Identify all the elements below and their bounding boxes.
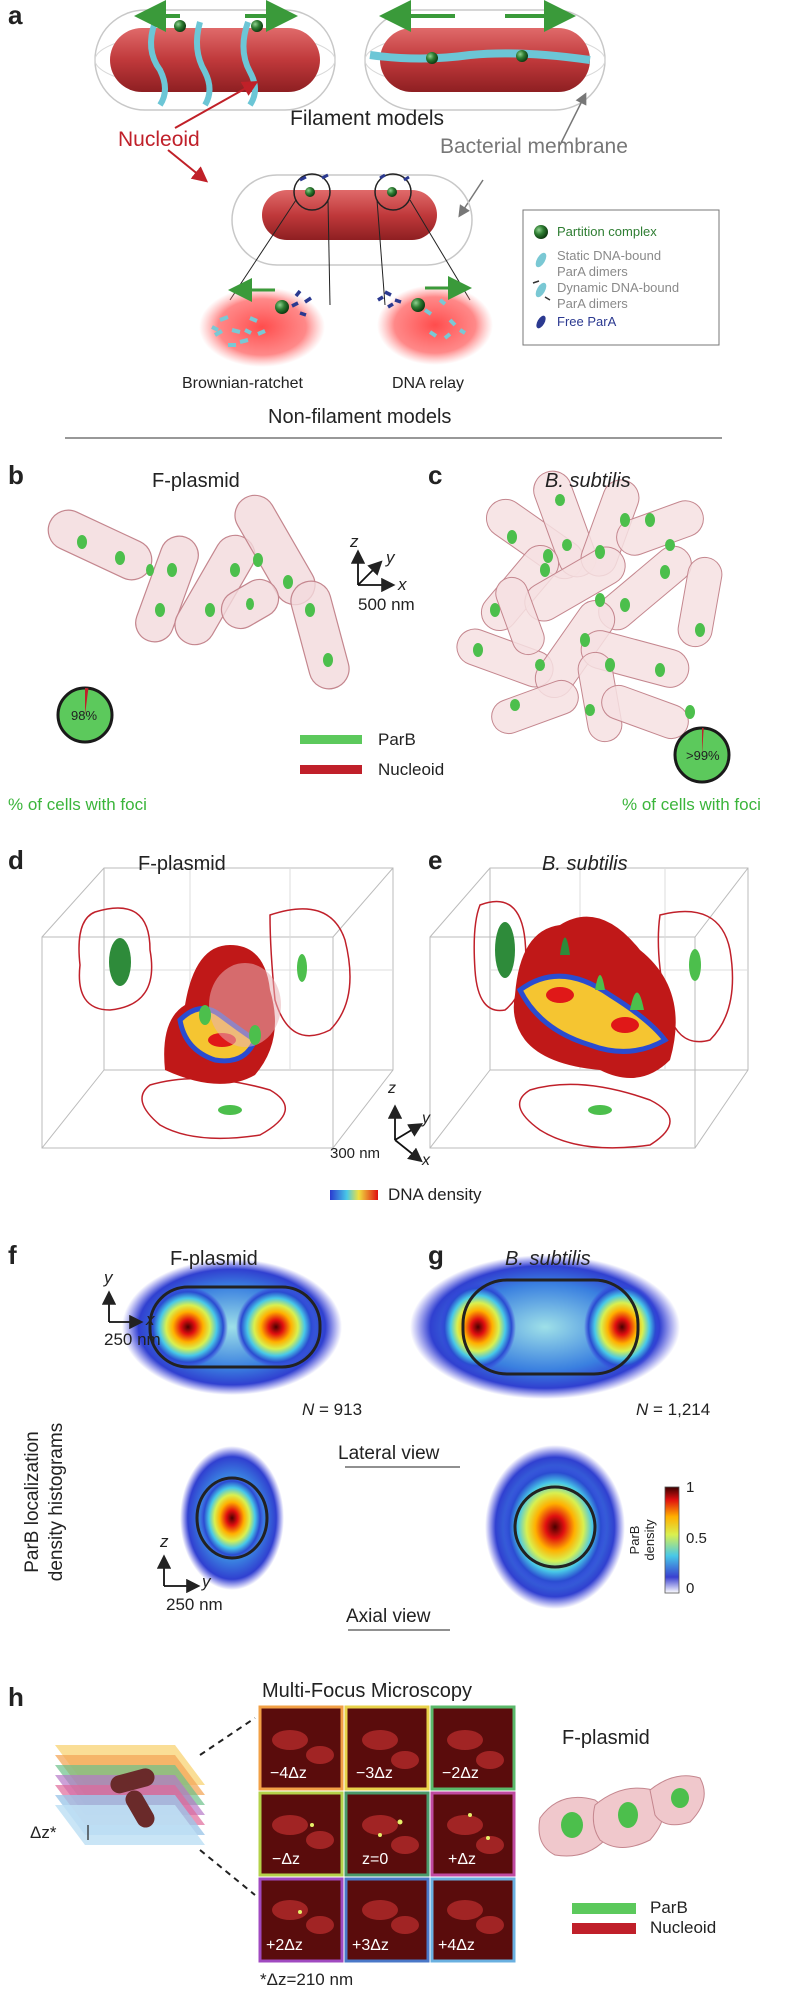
- axis-bc-z: z: [350, 532, 359, 551]
- panel-letter-b: b: [8, 460, 24, 490]
- axes-bc: [350, 549, 396, 593]
- legend-h-parb: ParB: [650, 1898, 688, 1917]
- panel-letter-e: e: [428, 845, 443, 875]
- tile-label: z=0: [362, 1851, 389, 1868]
- dna-relay-blob: [377, 276, 493, 365]
- panel-h-fplasmid: F-plasmid: [562, 1727, 650, 1749]
- panel-a-graphics: [65, 0, 722, 439]
- panel-c-title: B. subtilis: [545, 470, 631, 492]
- axis-fz-y: y: [202, 1572, 211, 1591]
- panel-g-axial: [485, 1445, 625, 1609]
- panel-f-title: F-plasmid: [170, 1248, 258, 1270]
- legend-bc-parb: ParB: [378, 730, 416, 749]
- filament-models-label: Filament models: [290, 107, 445, 130]
- legend-h-nucleoid: Nucleoid: [650, 1918, 717, 1937]
- tile-label: −4Δz: [270, 1765, 307, 1782]
- panel-letter-h: h: [8, 1682, 24, 1712]
- axis-de-z: z: [388, 1080, 396, 1097]
- legend-free-para: Free ParA: [557, 314, 617, 329]
- axis-de-scale: 300 nm: [330, 1145, 381, 1162]
- panel-f-axial: [180, 1446, 284, 1590]
- panel-b-title: F-plasmid: [152, 470, 240, 492]
- legend-bc-nucleoid: Nucleoid: [378, 760, 445, 779]
- pie-b: [56, 686, 114, 744]
- tile-label: +2Δz: [266, 1937, 303, 1954]
- bacterial-membrane-label: Bacterial membrane: [440, 135, 628, 158]
- panel-letter-a: a: [8, 0, 23, 30]
- panel-f-n: N = 913: [302, 1400, 363, 1419]
- panel-e-title: B. subtilis: [542, 853, 628, 875]
- panel-e-content: [473, 900, 734, 1149]
- tile-grid: [258, 1705, 516, 1963]
- panel-d-content: [78, 907, 351, 1140]
- footnote: *Δz=210 nm: [260, 1970, 354, 1989]
- tile-label: −Δz: [272, 1851, 301, 1868]
- filament-cell-left: [94, 0, 336, 111]
- colorbar-mid: 0.5: [686, 1530, 707, 1547]
- panel-letter-f: f: [8, 1240, 17, 1270]
- axis-de-x: x: [422, 1152, 430, 1169]
- panel-c-caption: % of cells with foci: [622, 795, 761, 814]
- panel-c-cells: [456, 470, 731, 784]
- axis-f-scale: 250 nm: [104, 1330, 161, 1349]
- dz-label: Δz*: [30, 1823, 57, 1842]
- tile-label: +3Δz: [352, 1937, 389, 1954]
- legend-static-1: Static DNA-bound: [557, 248, 662, 263]
- colorbar-max: 1: [686, 1479, 695, 1496]
- brownian-ratchet-blob: [199, 278, 325, 367]
- pie-c: [673, 726, 731, 784]
- axis-bc-x: x: [398, 575, 407, 594]
- panel-b-cells: [47, 494, 350, 744]
- non-filament-cell: [231, 173, 473, 266]
- dna-relay-label: DNA relay: [392, 375, 465, 392]
- colorbar-min: 0: [686, 1580, 695, 1597]
- panel-letter-g: g: [428, 1240, 444, 1270]
- panel-f-lateral: [122, 1259, 342, 1395]
- legend-partition-complex: Partition complex: [557, 224, 657, 239]
- legend-static-2: ParA dimers: [557, 264, 628, 279]
- tile-label: +Δz: [448, 1851, 477, 1868]
- nucleoid-label: Nucleoid: [118, 128, 200, 151]
- axis-bc-scale: 500 nm: [358, 595, 415, 614]
- tile-label: −2Δz: [442, 1765, 479, 1782]
- legend-dynamic-2: ParA dimers: [557, 296, 628, 311]
- panel-g-lateral: [410, 1255, 680, 1399]
- brownian-ratchet-label: Brownian-ratchet: [182, 375, 303, 392]
- axial-view-label: Axial view: [346, 1606, 431, 1627]
- fplasmid-3d-cells: [538, 1775, 705, 1857]
- panel-letter-c: c: [428, 460, 443, 490]
- legend-dynamic-1: Dynamic DNA-bound: [557, 280, 680, 295]
- tile-label: −3Δz: [356, 1765, 393, 1782]
- panel-g-n: N = 1,214: [636, 1400, 711, 1419]
- axis-f-x: x: [146, 1310, 155, 1329]
- axis-fz-z: z: [160, 1532, 169, 1551]
- axis-de-y: y: [422, 1110, 430, 1127]
- panel-h-title: Multi-Focus Microscopy: [262, 1680, 473, 1702]
- pie-c-percent: >99%: [686, 748, 720, 763]
- axis-bc-y: y: [386, 548, 395, 567]
- axis-fz-scale: 250 nm: [166, 1595, 223, 1614]
- non-filament-models-label: Non-filament models: [268, 406, 452, 428]
- axis-f-y: y: [104, 1268, 113, 1287]
- panel-b-caption: % of cells with foci: [8, 795, 147, 814]
- panel-g-title: B. subtilis: [505, 1248, 591, 1270]
- dna-density-label: DNA density: [388, 1185, 482, 1204]
- lateral-view-label: Lateral view: [338, 1443, 440, 1464]
- panel-letter-d: d: [8, 845, 24, 875]
- panel-d-title: F-plasmid: [138, 853, 226, 875]
- tile-label: +4Δz: [438, 1937, 475, 1954]
- filament-cell-right: [364, 0, 606, 111]
- pie-b-percent: 98%: [71, 708, 98, 723]
- stack-of-focal-planes: [55, 1745, 205, 1845]
